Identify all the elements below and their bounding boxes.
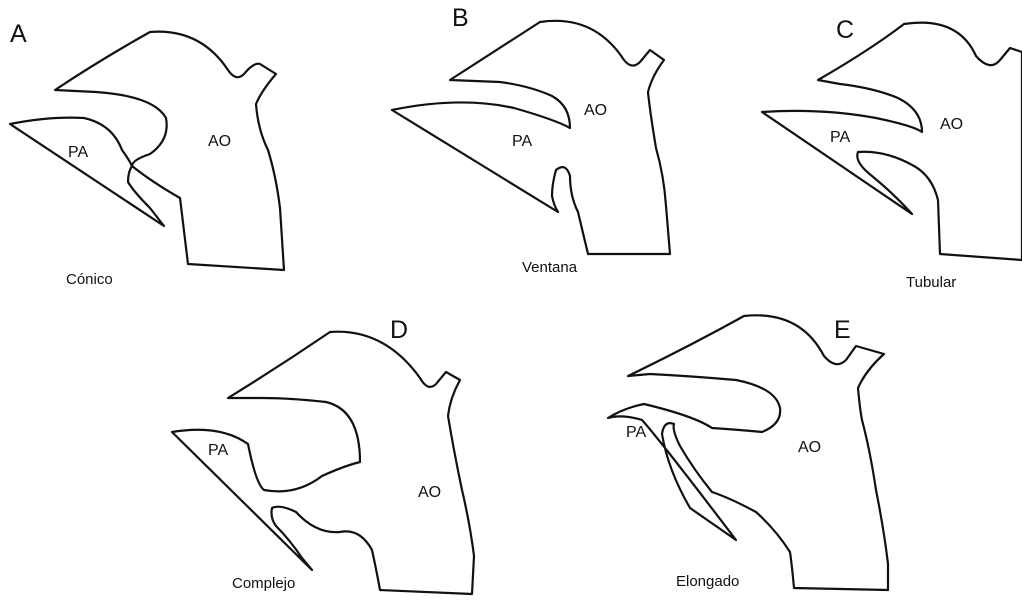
panel-b-caption: Ventana <box>522 260 577 275</box>
panel-e-caption: Elongado <box>676 574 739 589</box>
panel-e-drawing <box>608 315 888 590</box>
panel-d-drawing <box>172 332 474 594</box>
panel-d-letter: D <box>390 318 408 343</box>
panel-a-pa-label: PA <box>68 145 88 161</box>
panel-c-ao-label: AO <box>940 117 963 133</box>
panel-e-ao-label: AO <box>798 440 821 456</box>
panel-d-caption: Complejo <box>232 576 295 591</box>
panel-a-drawing <box>10 32 284 270</box>
panel-c-letter: C <box>836 18 854 43</box>
panel-d-ao-label: AO <box>418 485 441 501</box>
panel-c-caption: Tubular <box>906 275 956 290</box>
panel-a-letter: A <box>10 22 27 47</box>
panel-a-caption: Cónico <box>66 272 113 287</box>
panel-c-pa-label: PA <box>830 130 850 146</box>
panel-a-aorta-outline <box>55 32 284 270</box>
panel-b-letter: B <box>452 6 469 31</box>
panel-e-pa-label: PA <box>626 425 646 441</box>
panel-a-ao-label: AO <box>208 134 231 150</box>
panel-b-pa-label: PA <box>512 134 532 150</box>
panel-d-pa-label: PA <box>208 443 228 459</box>
panel-c-drawing <box>762 23 1022 260</box>
panel-c-aorta-outline <box>762 23 1022 260</box>
panel-b-ao-label: AO <box>584 103 607 119</box>
panel-e-aorta-outline <box>608 315 888 590</box>
panel-d-aorta-outline <box>172 332 474 594</box>
panel-e-letter: E <box>834 318 851 343</box>
